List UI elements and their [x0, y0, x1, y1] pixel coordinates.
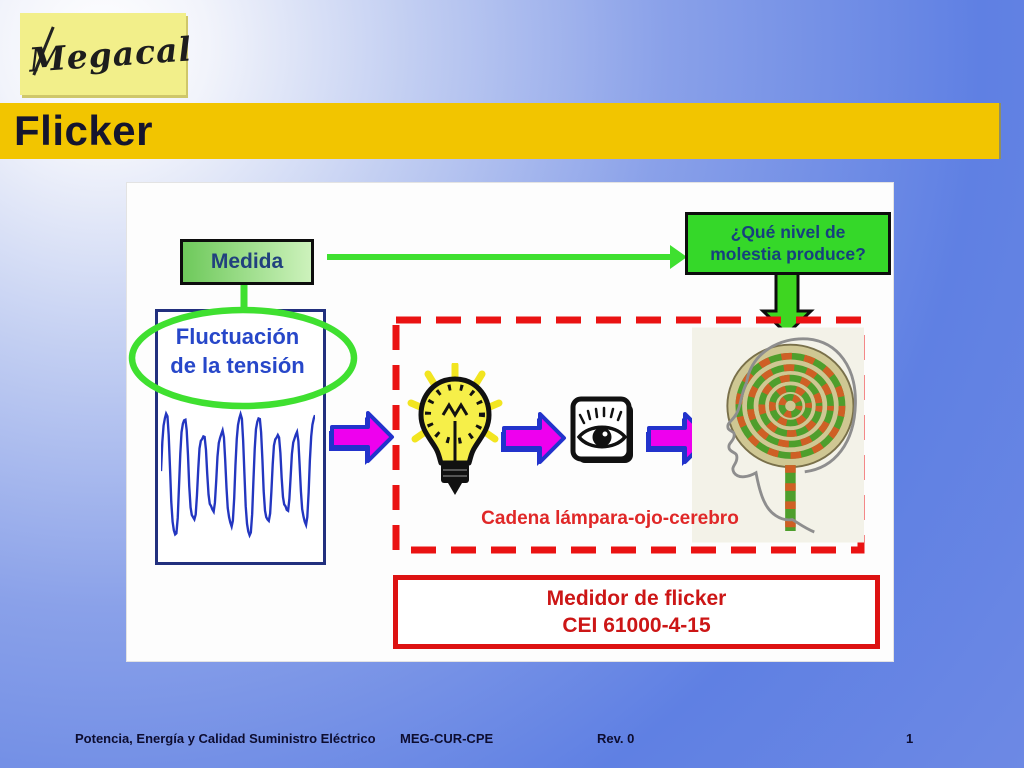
footer-revision: Rev. 0	[597, 731, 635, 746]
fluctuation-line1: Fluctuación	[175, 324, 300, 349]
right-block-arrow-icon	[501, 412, 566, 466]
footer-page-number: 1	[906, 731, 914, 746]
question-line2: molestia produce?	[710, 243, 866, 264]
medida-label: Medida	[210, 250, 284, 273]
fluctuation-label: Fluctuación de la tensión	[157, 323, 318, 380]
green-ellipse-highlight	[128, 306, 358, 410]
diagram-panel: Medida ¿Qué nivel de molestia produce? F…	[127, 183, 893, 661]
connector-arrowhead-icon	[670, 245, 687, 269]
footer-code: MEG-CUR-CPE	[400, 731, 494, 746]
flicker-meter-box: Medidor de flicker CEI 61000-4-15	[393, 575, 880, 649]
voltage-waveform	[161, 409, 315, 539]
question-line1: ¿Qué nivel de	[730, 221, 846, 242]
fluctuation-box	[155, 309, 326, 565]
eye-icon	[570, 396, 633, 463]
page-title: Flicker	[14, 107, 153, 154]
footer-left-text: Potencia, Energía y Calidad Suministro E…	[75, 731, 376, 746]
meter-line1: Medidor de flicker	[546, 586, 727, 610]
company-logo: Megacal	[20, 13, 193, 95]
brain-head-icon	[692, 327, 864, 543]
chain-caption: Cadena lámpara-ojo-cerebro	[481, 508, 739, 529]
meter-line2: CEI 61000-4-15	[562, 614, 711, 637]
question-box: ¿Qué nivel de molestia produce?	[685, 212, 891, 275]
logo-text: Megacal	[27, 28, 193, 80]
right-block-arrow-icon	[329, 411, 394, 465]
fluctuation-line2: de la tensión	[170, 352, 305, 378]
title-bar: Flicker	[0, 103, 1001, 159]
light-bulb-icon	[407, 363, 503, 495]
medida-box: Medida	[180, 239, 314, 285]
